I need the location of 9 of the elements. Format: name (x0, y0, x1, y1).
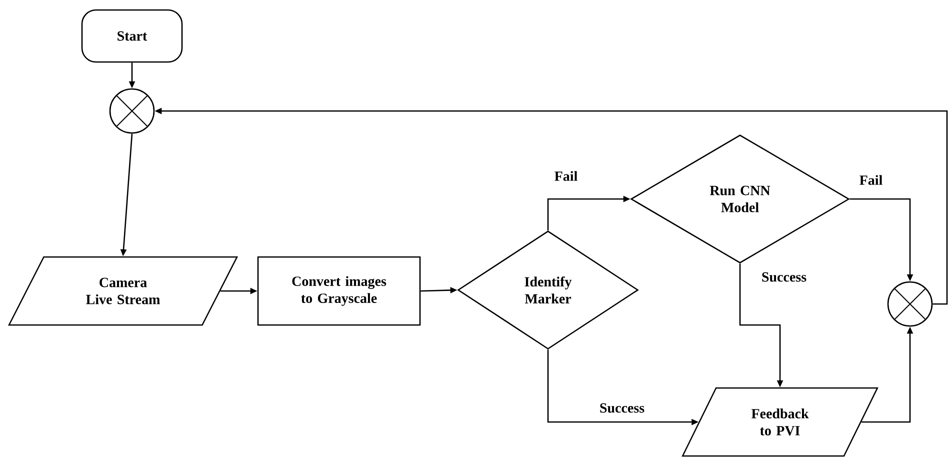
edge-label: Fail (860, 175, 882, 185)
terminal-box: Start (81, 9, 183, 63)
edge-label: Success (762, 272, 806, 282)
edge-label: Fail (554, 171, 578, 181)
process-box: Convert images to Grayscale (257, 256, 421, 326)
junction-circle (109, 88, 155, 134)
junction-circle (887, 281, 933, 327)
data-parallelogram: Feedback to PVI (682, 387, 878, 457)
edge-label: Success (600, 403, 644, 413)
